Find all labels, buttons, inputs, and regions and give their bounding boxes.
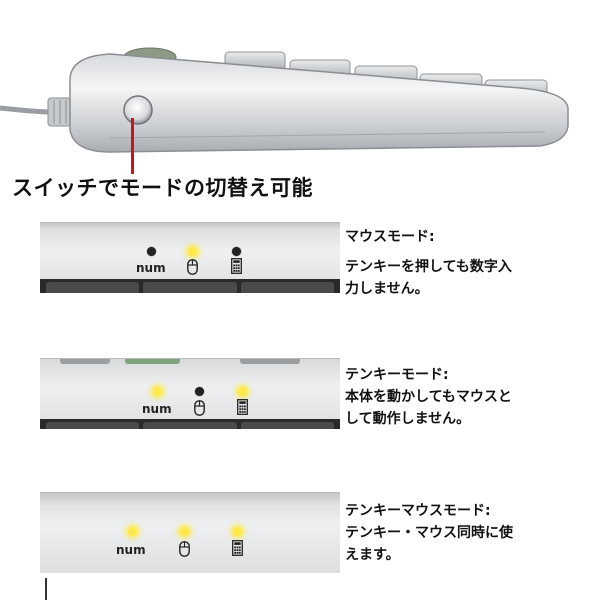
panel-mouse-mode: num xyxy=(40,222,340,293)
keypad-icon xyxy=(232,540,243,556)
num-label: num xyxy=(142,402,172,416)
usb-cable xyxy=(0,97,75,127)
num-led xyxy=(153,387,162,396)
mouse-icon xyxy=(179,541,190,557)
mouse-led xyxy=(195,387,204,396)
mouse-icon xyxy=(187,259,198,275)
panel-tenkey-mouse-mode: num xyxy=(40,492,340,573)
keypad-icon xyxy=(231,258,242,274)
keypad-keys-row xyxy=(40,279,340,293)
device-body xyxy=(69,53,569,153)
mode-description-line: 本体を動かしてもマウスと xyxy=(345,389,512,405)
mode-description-line: テンキー・マウス同時に使 xyxy=(345,525,513,541)
mode-description-line: して動作しません。 xyxy=(345,411,471,427)
mouse-icon xyxy=(194,400,205,416)
panel-tenkey-mode: num xyxy=(40,358,340,429)
keypad-keys-row xyxy=(40,419,340,429)
mode-title: マウスモード: xyxy=(345,229,435,245)
device-illustration xyxy=(0,47,569,153)
switch-caption: スイッチでモードの切替え可能 xyxy=(12,176,313,200)
panel-rim xyxy=(40,493,340,507)
mouse-led xyxy=(188,247,197,256)
mode-title: テンキーモード: xyxy=(345,367,449,383)
mode-title: テンキーマウスモード: xyxy=(345,503,491,519)
mode-description-line: えます。 xyxy=(345,547,400,563)
mode-switch-button[interactable] xyxy=(123,95,153,125)
num-label: num xyxy=(116,543,146,557)
mouse-led xyxy=(180,527,189,536)
num-led xyxy=(128,527,137,536)
keypad-led xyxy=(232,247,241,256)
switch-pointer-line xyxy=(131,118,134,174)
panel-rim xyxy=(40,223,340,231)
keypad-led xyxy=(233,527,242,536)
keypad-icon xyxy=(237,399,248,415)
edge-line xyxy=(45,578,47,600)
mouse-mode-text: マウスモード: テンキーを押しても数字入 力しません。 xyxy=(345,226,590,300)
mode-description-line: テンキーを押しても数字入 xyxy=(345,259,512,275)
keypad-led xyxy=(238,387,247,396)
tenkey-mouse-mode-text: テンキーマウスモード: テンキー・マウス同時に使 えます。 xyxy=(345,500,590,566)
mode-description-line: 力しません。 xyxy=(345,281,429,297)
tenkey-mode-text: テンキーモード: 本体を動かしてもマウスと して動作しません。 xyxy=(345,364,590,430)
num-label: num xyxy=(136,261,166,275)
num-led xyxy=(147,247,156,256)
